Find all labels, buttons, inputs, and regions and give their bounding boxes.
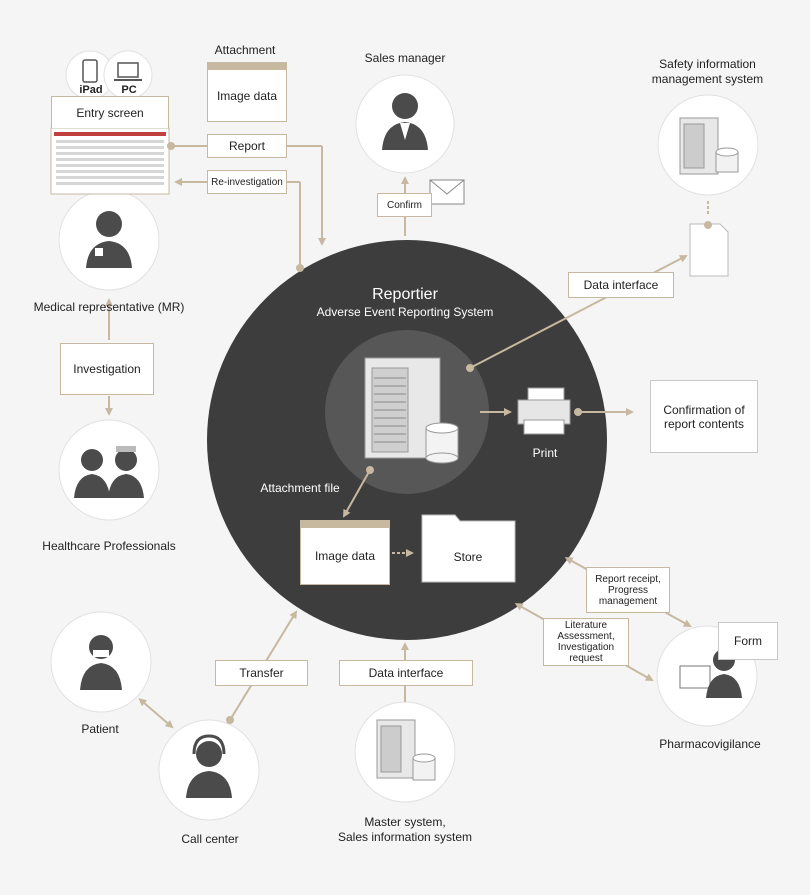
- attachment-label: Attachment: [214, 43, 276, 57]
- investigation-box: Investigation: [60, 343, 154, 395]
- form-document: Form: [718, 622, 778, 660]
- sales-manager-label: Sales manager: [364, 51, 446, 65]
- call-center-operator-icon: [186, 734, 232, 798]
- safety-system-server-icon: [679, 117, 739, 175]
- system-title: Reportier: [372, 286, 438, 303]
- ipad-label: iPad: [79, 84, 103, 96]
- attachment-file-arrow: [343, 469, 371, 518]
- doctor-nurse-icon: [74, 446, 144, 498]
- entry-screen-title: Entry screen: [51, 96, 169, 128]
- sales-manager-person-icon: [382, 93, 428, 150]
- hcp-circle: [58, 419, 160, 521]
- system-subtitle: Adverse Event Reporting System: [316, 305, 494, 319]
- attachment-window-text: Image data: [216, 88, 278, 103]
- literature-box: Literature Assessment, Investigation req…: [543, 618, 629, 666]
- reinvestigation-box: Re-investigation: [207, 170, 287, 194]
- image-data-window-text: Image data: [314, 549, 376, 563]
- mail-icon: [429, 179, 465, 205]
- report-box: Report: [207, 134, 287, 158]
- call-center-circle: [158, 719, 260, 821]
- safety-document-icon: [689, 223, 729, 277]
- store-label: Store: [453, 550, 483, 564]
- mr-circle: [58, 189, 160, 291]
- data-interface-bottom-box: Data interface: [339, 660, 473, 686]
- report-receipt-box: Report receipt, Progress management: [586, 567, 670, 613]
- call-center-label: Call center: [181, 832, 239, 846]
- safety-system-label: Safety information management system: [651, 57, 764, 86]
- printer-icon: [517, 387, 571, 435]
- confirmation-document: Confirmation of report contents: [650, 380, 758, 453]
- pc-icon: [114, 62, 142, 81]
- patient-circle: [50, 611, 152, 713]
- attachment-window: Image data: [207, 62, 287, 122]
- master-system-server-icon: [376, 719, 436, 781]
- mr-label: Medical representative (MR): [33, 300, 185, 314]
- transfer-box: Transfer: [215, 660, 308, 686]
- entry-screen-thumbnail: [50, 127, 170, 195]
- image-data-window: Image data: [300, 520, 390, 585]
- ipad-icon: [82, 59, 98, 83]
- print-label: Print: [532, 446, 558, 460]
- pc-label: PC: [121, 84, 137, 96]
- patient-label: Patient: [81, 722, 119, 736]
- pharmacovigilance-label: Pharmacovigilance: [659, 737, 761, 751]
- confirm-box: Confirm: [377, 193, 432, 217]
- master-system-label: Master system, Sales information system: [337, 815, 473, 844]
- central-server-icon: [364, 357, 459, 464]
- hcp-label: Healthcare Professionals: [42, 539, 176, 553]
- attachment-file-label: Attachment file: [260, 481, 340, 495]
- mr-person-icon: [86, 211, 132, 268]
- data-interface-top-box: Data interface: [568, 272, 674, 298]
- store-folder-icon: [421, 514, 516, 583]
- patient-callcenter-arrow: [138, 698, 174, 729]
- patient-mask-icon: [80, 635, 122, 690]
